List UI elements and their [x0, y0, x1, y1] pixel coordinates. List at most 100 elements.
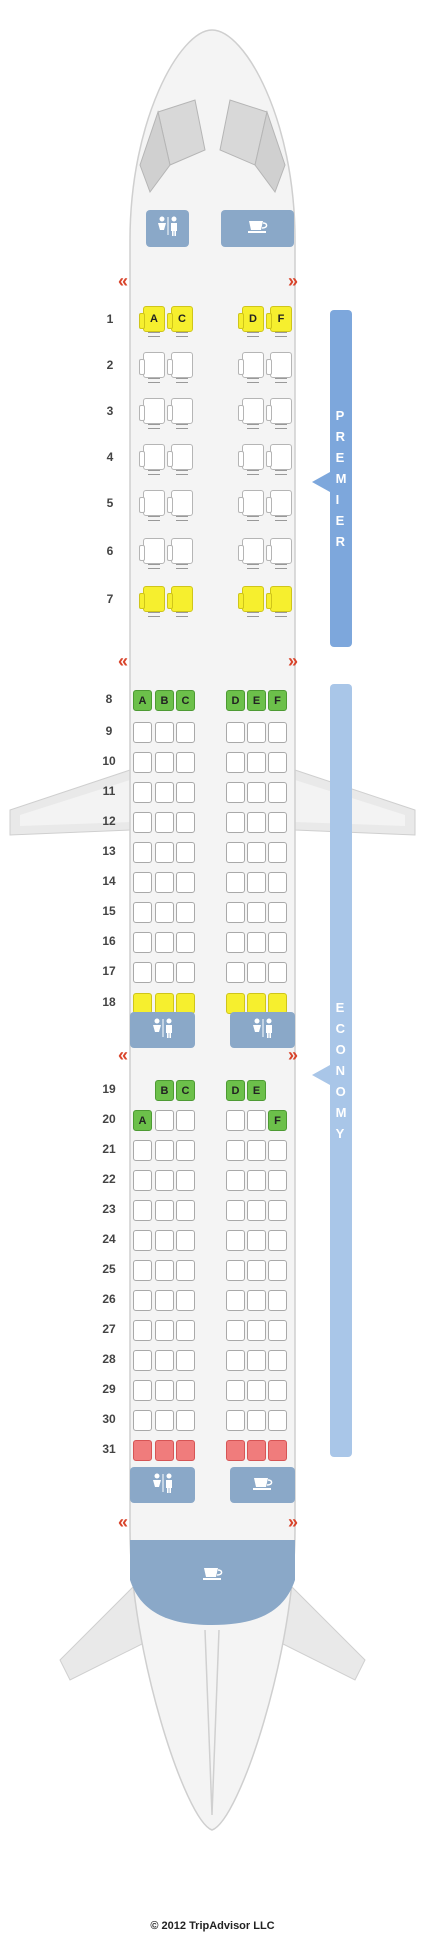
seat-17F[interactable] [268, 962, 287, 983]
seat-15E[interactable] [247, 902, 266, 923]
seat-26C[interactable] [176, 1290, 195, 1311]
seat-24B[interactable] [155, 1230, 174, 1251]
seat-6C[interactable] [238, 538, 264, 569]
seat-12B[interactable] [155, 812, 174, 833]
seat-18E[interactable] [247, 993, 266, 1014]
seat-7D[interactable] [266, 586, 292, 617]
seat-13E[interactable] [247, 842, 266, 863]
seat-20C[interactable] [176, 1110, 195, 1131]
seat-24D[interactable] [226, 1230, 245, 1251]
seat-4C[interactable] [238, 444, 264, 475]
seat-1A[interactable]: A [139, 306, 165, 337]
seat-11E[interactable] [247, 782, 266, 803]
seat-29A[interactable] [133, 1380, 152, 1401]
seat-15F[interactable] [268, 902, 287, 923]
seat-1F[interactable]: F [266, 306, 292, 337]
seat-26E[interactable] [247, 1290, 266, 1311]
seat-8A[interactable]: A [133, 690, 152, 711]
seat-10A[interactable] [133, 752, 152, 773]
seat-20E[interactable] [247, 1110, 266, 1131]
seat-16E[interactable] [247, 932, 266, 953]
seat-29B[interactable] [155, 1380, 174, 1401]
seat-11C[interactable] [176, 782, 195, 803]
seat-28E[interactable] [247, 1350, 266, 1371]
seat-27C[interactable] [176, 1320, 195, 1341]
seat-7C[interactable] [238, 586, 264, 617]
seat-30E[interactable] [247, 1410, 266, 1431]
seat-16D[interactable] [226, 932, 245, 953]
seat-22E[interactable] [247, 1170, 266, 1191]
seat-27A[interactable] [133, 1320, 152, 1341]
seat-15C[interactable] [176, 902, 195, 923]
seat-27F[interactable] [268, 1320, 287, 1341]
seat-22F[interactable] [268, 1170, 287, 1191]
seat-21C[interactable] [176, 1140, 195, 1161]
seat-27B[interactable] [155, 1320, 174, 1341]
seat-17C[interactable] [176, 962, 195, 983]
seat-23E[interactable] [247, 1200, 266, 1221]
seat-18A[interactable] [133, 993, 152, 1014]
seat-23A[interactable] [133, 1200, 152, 1221]
seat-25C[interactable] [176, 1260, 195, 1281]
seat-15D[interactable] [226, 902, 245, 923]
seat-20A[interactable]: A [133, 1110, 152, 1131]
seat-14B[interactable] [155, 872, 174, 893]
seat-2B[interactable] [167, 352, 193, 383]
seat-25F[interactable] [268, 1260, 287, 1281]
seat-20B[interactable] [155, 1110, 174, 1131]
seat-2C[interactable] [238, 352, 264, 383]
seat-22D[interactable] [226, 1170, 245, 1191]
seat-21F[interactable] [268, 1140, 287, 1161]
seat-6A[interactable] [139, 538, 165, 569]
seat-16A[interactable] [133, 932, 152, 953]
seat-30A[interactable] [133, 1410, 152, 1431]
seat-5B[interactable] [167, 490, 193, 521]
seat-29D[interactable] [226, 1380, 245, 1401]
seat-28F[interactable] [268, 1350, 287, 1371]
seat-21D[interactable] [226, 1140, 245, 1161]
seat-16F[interactable] [268, 932, 287, 953]
seat-9D[interactable] [226, 722, 245, 743]
seat-22B[interactable] [155, 1170, 174, 1191]
seat-31B[interactable] [155, 1440, 174, 1461]
seat-29F[interactable] [268, 1380, 287, 1401]
seat-18D[interactable] [226, 993, 245, 1014]
seat-20D[interactable] [226, 1110, 245, 1131]
seat-28B[interactable] [155, 1350, 174, 1371]
seat-15A[interactable] [133, 902, 152, 923]
seat-3D[interactable] [266, 398, 292, 429]
seat-12E[interactable] [247, 812, 266, 833]
seat-9A[interactable] [133, 722, 152, 743]
seat-22A[interactable] [133, 1170, 152, 1191]
seat-23C[interactable] [176, 1200, 195, 1221]
seat-29C[interactable] [176, 1380, 195, 1401]
seat-14A[interactable] [133, 872, 152, 893]
seat-1C[interactable]: C [167, 306, 193, 337]
seat-10C[interactable] [176, 752, 195, 773]
seat-13C[interactable] [176, 842, 195, 863]
seat-12C[interactable] [176, 812, 195, 833]
seat-24F[interactable] [268, 1230, 287, 1251]
seat-31F[interactable] [268, 1440, 287, 1461]
seat-21A[interactable] [133, 1140, 152, 1161]
seat-25B[interactable] [155, 1260, 174, 1281]
seat-8B[interactable]: B [155, 690, 174, 711]
seat-15B[interactable] [155, 902, 174, 923]
seat-24E[interactable] [247, 1230, 266, 1251]
seat-24C[interactable] [176, 1230, 195, 1251]
seat-9F[interactable] [268, 722, 287, 743]
seat-17A[interactable] [133, 962, 152, 983]
seat-7A[interactable] [139, 586, 165, 617]
seat-7B[interactable] [167, 586, 193, 617]
seat-26B[interactable] [155, 1290, 174, 1311]
seat-16B[interactable] [155, 932, 174, 953]
seat-18C[interactable] [176, 993, 195, 1014]
seat-31D[interactable] [226, 1440, 245, 1461]
seat-11A[interactable] [133, 782, 152, 803]
seat-18B[interactable] [155, 993, 174, 1014]
seat-13B[interactable] [155, 842, 174, 863]
seat-9C[interactable] [176, 722, 195, 743]
seat-25E[interactable] [247, 1260, 266, 1281]
seat-5A[interactable] [139, 490, 165, 521]
seat-3A[interactable] [139, 398, 165, 429]
